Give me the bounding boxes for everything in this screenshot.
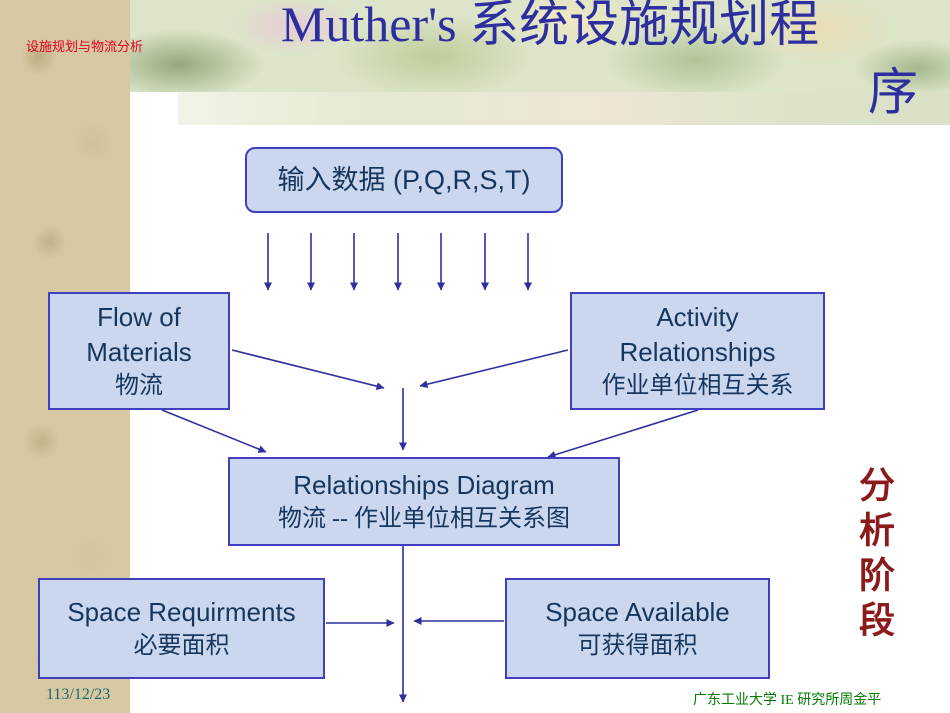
- box-line: 必要面积: [133, 632, 230, 659]
- box-line: Relationships: [619, 336, 776, 367]
- box-line: Relationships Diagram: [293, 469, 555, 500]
- slide-title-line2: 序: [868, 64, 918, 120]
- analysis-phase-label: 分析阶段: [854, 466, 894, 646]
- box-line: Space Available: [545, 596, 730, 627]
- box-line: 物流: [115, 372, 163, 399]
- slide-title-line1: Muther's 系统设施规划程: [280, 0, 820, 52]
- top-banner: [130, 0, 950, 92]
- box-line: Space Requirments: [67, 596, 296, 627]
- footer-date: 113/12/23: [46, 686, 111, 703]
- box-line: Activity: [656, 301, 739, 332]
- sidebar-label: 设施规划与物流分析: [26, 39, 144, 54]
- flow-of-materials-box: Flow of Materials 物流: [48, 292, 230, 410]
- box-line: Materials: [86, 336, 192, 367]
- space-available-box: Space Available 可获得面积: [505, 578, 770, 679]
- box-line: Flow of: [97, 301, 181, 332]
- input-data-label: 输入数据 (P,Q,R,S,T): [277, 164, 531, 195]
- banner-fade-strip: [178, 92, 950, 125]
- footer-credit: 广东工业大学 IE 研究所周金平: [693, 693, 882, 708]
- box-line: 物流 -- 作业单位相互关系图: [278, 505, 570, 532]
- input-data-box: 输入数据 (P,Q,R,S,T): [245, 147, 563, 213]
- relationships-diagram-box: Relationships Diagram 物流 -- 作业单位相互关系图: [228, 457, 620, 546]
- activity-relationships-box: Activity Relationships 作业单位相互关系: [570, 292, 825, 410]
- space-requirements-box: Space Requirments 必要面积: [38, 578, 325, 679]
- box-line: 作业单位相互关系: [601, 372, 794, 399]
- box-line: 可获得面积: [577, 632, 698, 659]
